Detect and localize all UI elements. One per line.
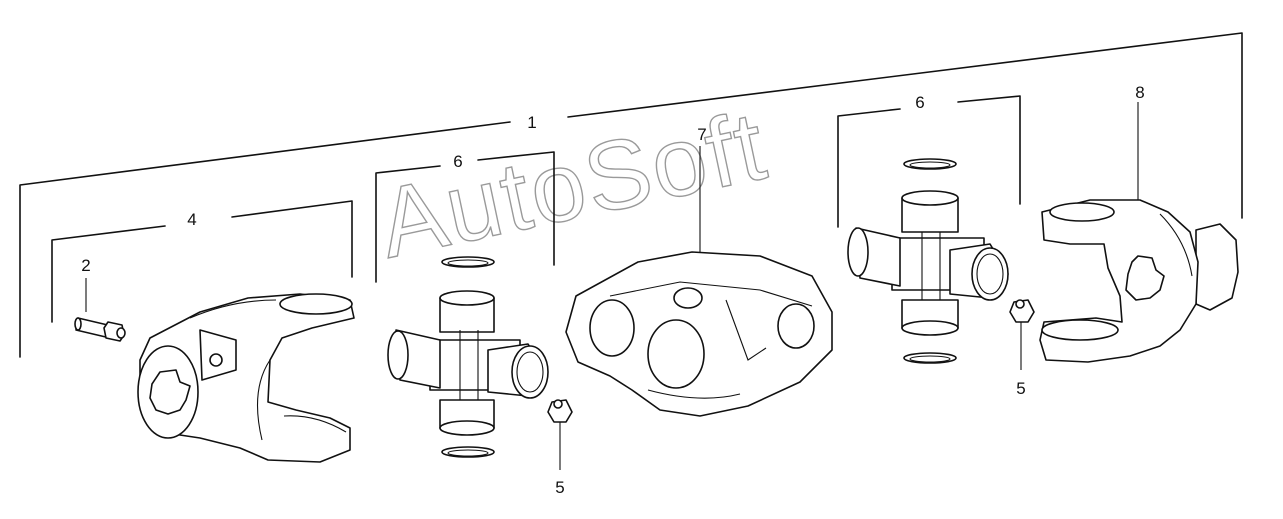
- callout-5-left: 5: [555, 478, 564, 497]
- yoke-left-part: [137, 293, 355, 463]
- bracket-assembly: [19, 32, 1243, 358]
- grease-fitting-right: [1009, 299, 1035, 323]
- cross-right-part: [847, 158, 1009, 364]
- bracket-cross-left: [375, 151, 555, 283]
- grease-fitting-left: [547, 399, 573, 423]
- callout-4: 4: [187, 210, 196, 229]
- bolt-part: [74, 317, 126, 342]
- watermark-text: AutoSoft: [369, 89, 775, 278]
- bracket-cross-right: [837, 95, 1021, 228]
- callout-7: 7: [697, 125, 706, 144]
- yoke-right-part: [1039, 199, 1239, 363]
- cross-left-part: [387, 256, 549, 458]
- callout-2: 2: [81, 256, 90, 275]
- callout-8: 8: [1135, 83, 1144, 102]
- center-yoke-part: [565, 251, 833, 417]
- callout-6-right: 6: [915, 93, 924, 112]
- callout-6-left: 6: [453, 152, 462, 171]
- callout-1: 1: [527, 113, 536, 132]
- bracket-yoke-left: [51, 200, 353, 323]
- callout-5-right: 5: [1016, 379, 1025, 398]
